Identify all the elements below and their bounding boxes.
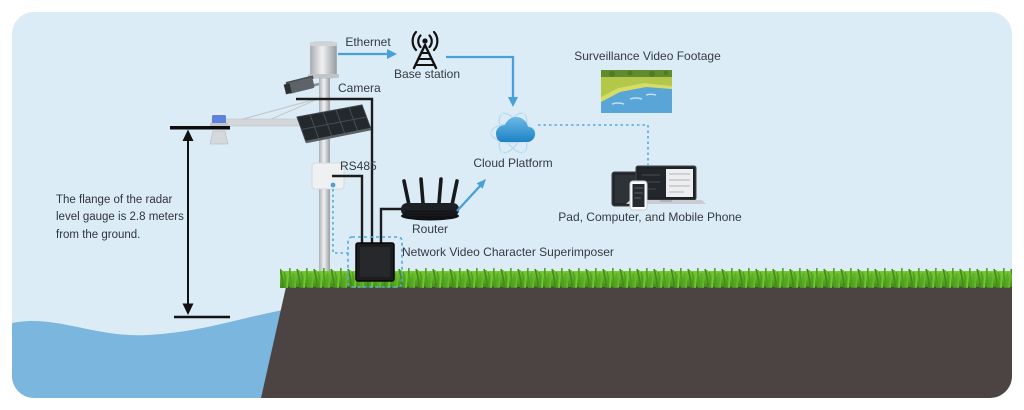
- water: [12, 309, 290, 398]
- devices-label: Pad, Computer, and Mobile Phone: [558, 210, 742, 224]
- pole-top-enclosure: [308, 41, 339, 79]
- solar-panel-icon: [296, 104, 372, 144]
- superimposer-box-icon: [347, 236, 403, 288]
- connection-arrows: [338, 52, 515, 212]
- measure-arrow: [170, 126, 230, 319]
- measurement-note: The flange of the radar level gauge is 2…: [56, 194, 184, 241]
- devices-icon: [611, 165, 706, 211]
- wifi-router-icon: [401, 177, 459, 221]
- cctv-camera-icon: [283, 75, 320, 95]
- router-label: Router: [411, 222, 449, 236]
- rs485-label: RS485: [340, 159, 377, 173]
- cloud-platform-label: Cloud Platform: [473, 156, 553, 170]
- grass-overhang: [280, 282, 1012, 288]
- surveillance-label: Surveillance Video Footage: [574, 49, 721, 63]
- base-station-label: Base station: [393, 67, 461, 81]
- radar-gauge-icon: [209, 112, 229, 145]
- scene-graphics: [12, 30, 1012, 398]
- signal-wires: [296, 97, 403, 247]
- arrowheads: [387, 49, 518, 189]
- camera-label: Camera: [338, 81, 381, 95]
- scene-background: [12, 12, 1012, 398]
- surveillance-thumbnail: [601, 70, 672, 113]
- ethernet-label: Ethernet: [345, 35, 391, 49]
- soil-bank: [261, 287, 1012, 398]
- base-station-icon: [411, 30, 439, 70]
- cloud-platform-icon: [489, 112, 537, 154]
- superimposer-label: Network Video Character Superimposer: [402, 245, 614, 259]
- dashed-links: [332, 124, 649, 254]
